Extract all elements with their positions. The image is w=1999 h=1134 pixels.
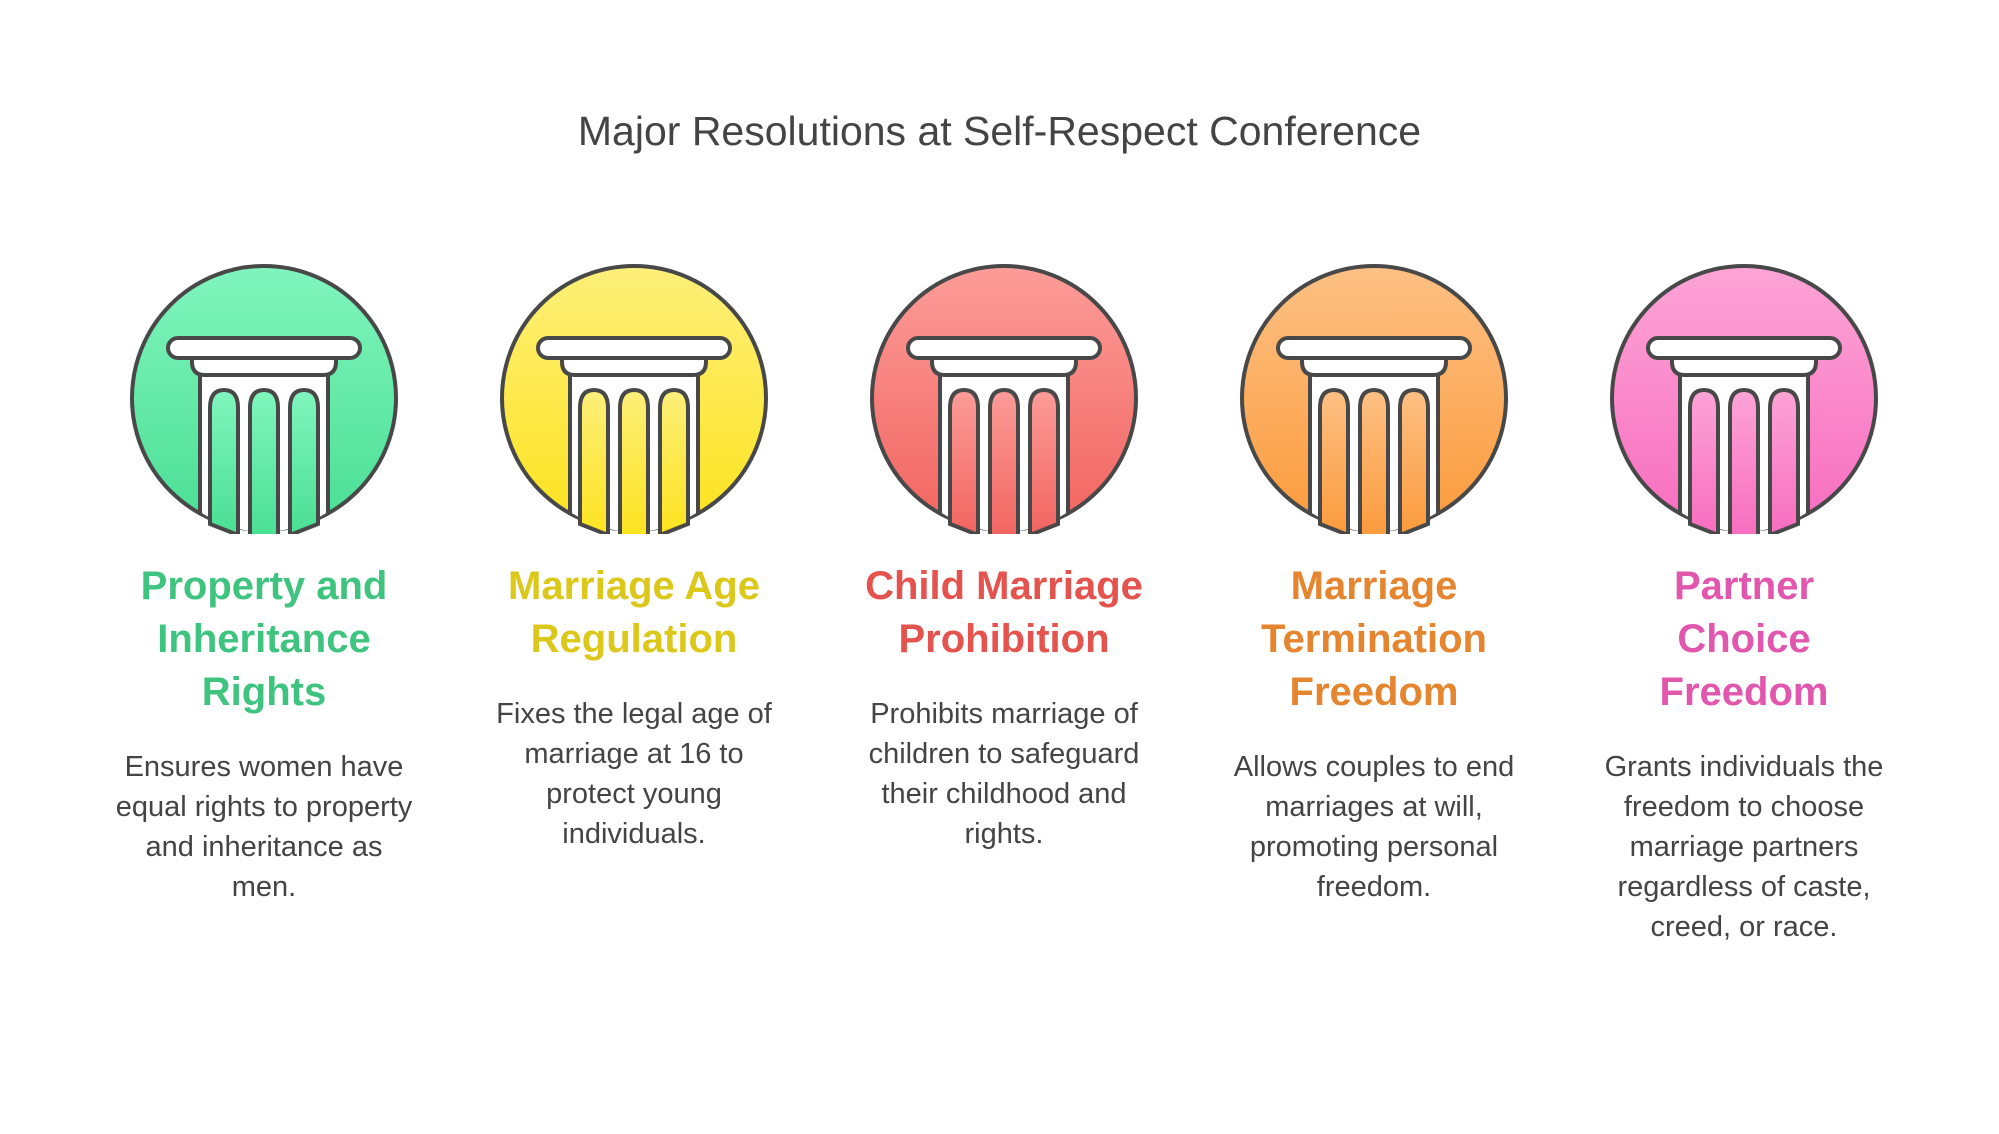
pillar-icon — [498, 262, 770, 534]
pillar-icon — [128, 262, 400, 534]
resolution-heading: Property and Inheritance Rights — [140, 564, 388, 714]
resolution-item-1: Property and Inheritance Rights Ensures … — [79, 262, 449, 907]
resolution-description: Fixes the legal age of marriage at 16 to… — [496, 698, 772, 850]
resolution-description: Ensures women have equal rights to prope… — [115, 751, 413, 903]
resolution-item-4: Marriage Termination Freedom Allows coup… — [1189, 262, 1559, 907]
resolution-description: Prohibits marriage of children to safegu… — [868, 698, 1140, 850]
resolution-description: Allows couples to end marriages at will,… — [1233, 751, 1515, 903]
resolution-description: Grants individuals the freedom to choose… — [1604, 751, 1884, 943]
resolution-item-3: Child Marriage Prohibition Prohibits mar… — [819, 262, 1189, 854]
pillar-icon — [868, 262, 1140, 534]
resolution-heading: Marriage Termination Freedom — [1261, 564, 1487, 714]
resolution-item-5: Partner Choice Freedom Grants individual… — [1559, 262, 1929, 947]
resolution-heading: Marriage Age Regulation — [508, 564, 760, 661]
resolution-heading: Child Marriage Prohibition — [865, 564, 1143, 661]
diagram-title: Major Resolutions at Self-Respect Confer… — [577, 108, 1422, 154]
resolution-item-2: Marriage Age Regulation Fixes the legal … — [449, 262, 819, 854]
pillar-icon — [1238, 262, 1510, 534]
resolution-heading: Partner Choice Freedom — [1659, 564, 1829, 714]
pillar-icon — [1608, 262, 1880, 534]
